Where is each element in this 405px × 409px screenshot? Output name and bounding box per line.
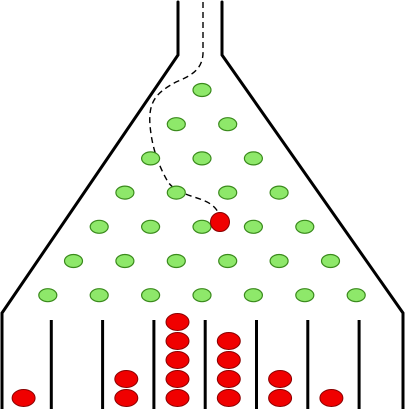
peg [38,288,58,303]
right-wall [220,0,405,409]
collected-ball [114,370,139,388]
peg [320,253,341,269]
collected-ball [165,351,190,369]
peg [166,185,186,200]
collected-ball [216,351,241,369]
collected-ball [268,370,293,388]
peg [192,82,212,98]
peg [192,288,212,303]
peg [218,253,238,269]
peg [192,219,212,234]
peg [192,151,212,166]
peg [115,253,135,269]
collected-ball [319,389,344,407]
collected-ball [216,370,241,388]
collected-ball [216,389,241,407]
collected-ball [216,332,241,350]
peg [141,151,161,166]
peg [346,288,366,303]
peg [218,185,238,200]
peg [243,219,263,234]
left-wall [0,0,180,409]
peg [89,288,109,303]
collected-ball [114,389,139,407]
ball-path-dashed [149,2,221,223]
collected-ball [268,389,293,407]
peg [141,288,161,303]
peg-grid [38,82,366,303]
peg [295,288,315,303]
falling-ball [210,212,230,232]
collected-ball [165,389,190,407]
collected-ball [165,313,190,331]
peg [115,185,135,200]
collection-bins [49,320,361,409]
peg [269,185,289,200]
peg [243,288,263,303]
collected-ball [11,389,36,407]
peg [269,253,289,269]
peg [243,151,263,166]
peg [141,219,161,234]
collected-ball [165,332,190,350]
collected-ball [165,370,190,388]
peg [218,117,238,132]
peg [166,117,186,132]
peg [89,219,109,234]
peg [166,253,186,269]
collected-balls [11,313,344,407]
peg [63,253,84,269]
peg [295,219,315,234]
